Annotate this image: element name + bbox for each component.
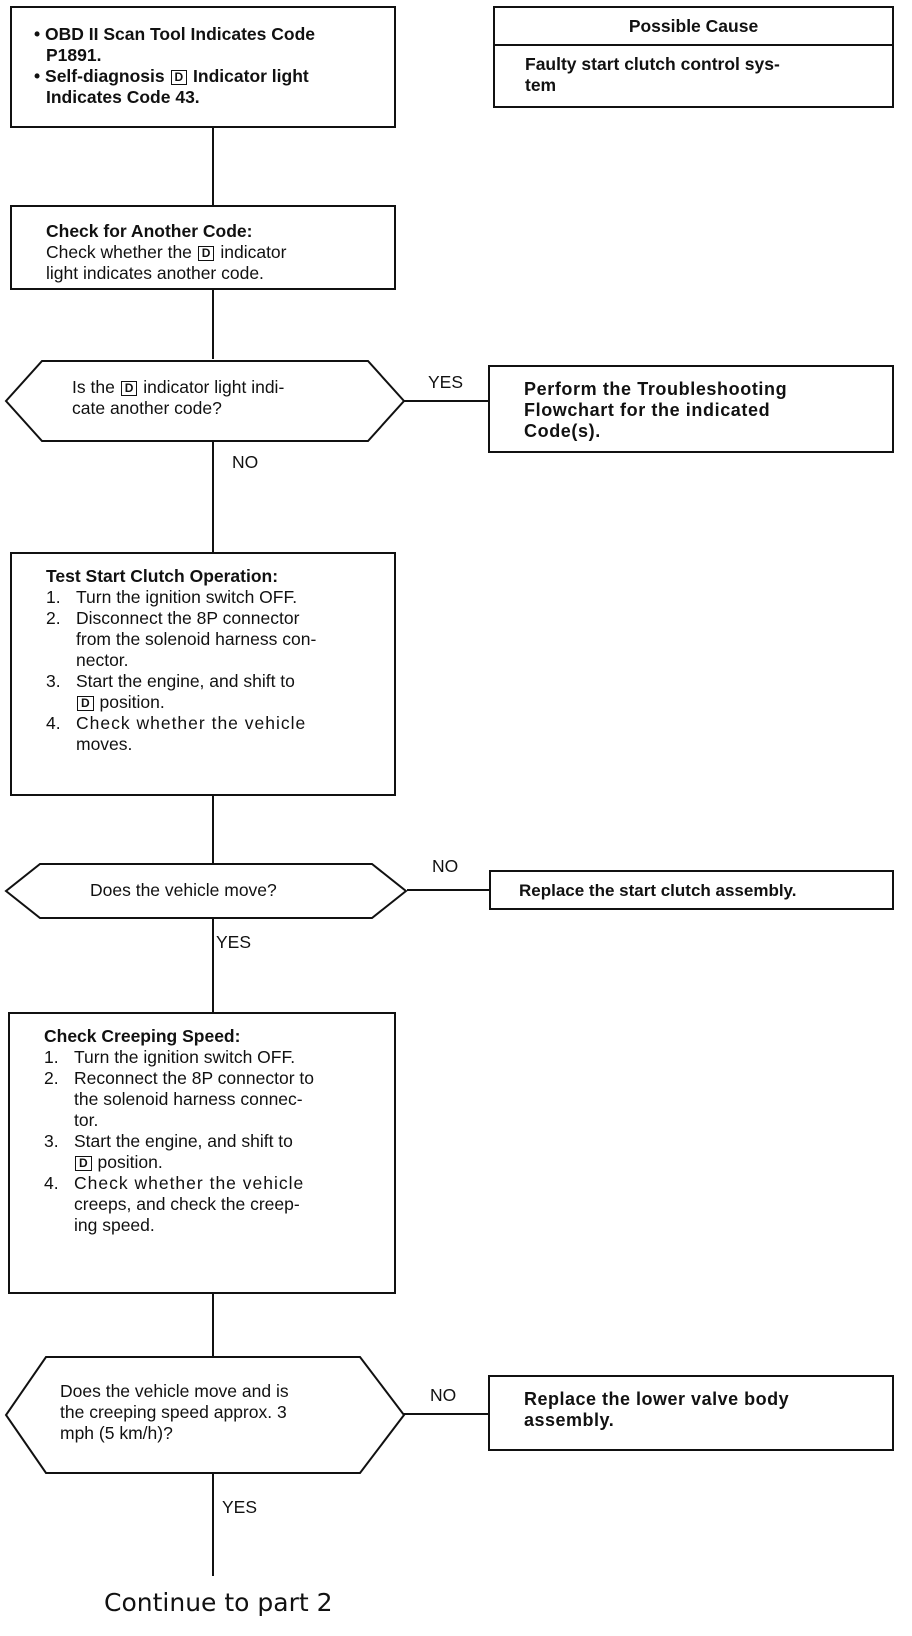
connector-creep-to-decision3 (212, 1292, 214, 1356)
decision-another-code: Is the D indicator light indi- cate anot… (0, 359, 410, 443)
check-code-title: Check for Another Code: (46, 221, 253, 241)
action1-line1: Perform the Troubleshooting (524, 379, 788, 399)
decision3-yes-label: YES (222, 1497, 258, 1517)
decision-hexagon-shape (4, 1356, 406, 1474)
check-another-code-box: Check for Another Code: Check whether th… (10, 205, 396, 290)
check-creeping-speed-box: Check Creeping Speed: 1.Turn the ignitio… (8, 1012, 396, 1294)
possible-cause-text: Faulty start clutch control sys- (525, 54, 780, 74)
d-position-icon: D (77, 696, 94, 711)
test-start-clutch-box: Test Start Clutch Operation: 1.Turn the … (10, 552, 396, 796)
decision-hexagon-shape (4, 863, 408, 919)
decision-creeping-speed: Does the vehicle move and is the creepin… (0, 1355, 410, 1475)
decision3-line1: Does the vehicle move and is (60, 1381, 289, 1401)
decision1-no-label: NO (232, 452, 259, 472)
creep-steps: 1.Turn the ignition switch OFF. 2.Reconn… (44, 1047, 384, 1236)
action1-line2: Flowchart for the indicated (524, 400, 771, 420)
list-item: 1.Turn the ignition switch OFF. (46, 587, 298, 607)
test-clutch-title: Test Start Clutch Operation: (46, 566, 279, 586)
connector-decision3-to-end (212, 1473, 214, 1576)
action3-line2: assembly. (524, 1410, 615, 1430)
action-replace-valve-body-box: Replace the lower valve body assembly. (488, 1375, 894, 1451)
test-clutch-steps: 1.Turn the ignition switch OFF. 2.Discon… (46, 587, 384, 755)
action3-line1: Replace the lower valve body (524, 1389, 790, 1409)
d-position-icon: D (197, 246, 215, 261)
start-code-line1b: P1891. (46, 45, 102, 65)
d-position-icon: D (75, 1156, 92, 1171)
start-code-line2a: Self-diagnosis (45, 66, 165, 86)
connector-decision1-yes (400, 400, 488, 402)
connector-test-to-decision2 (212, 795, 214, 871)
decision2-yes-label: YES (216, 932, 252, 952)
list-item: 1.Turn the ignition switch OFF. (44, 1047, 296, 1067)
connector-decision1-to-test (212, 440, 214, 552)
creep-title: Check Creeping Speed: (44, 1026, 241, 1046)
decision3-line2: the creeping speed approx. 3 (60, 1402, 287, 1422)
action-replace-start-clutch-box: Replace the start clutch assembly. (489, 870, 894, 910)
start-code-line2c: Indicates Code 43. (46, 87, 200, 107)
decision2-text: Does the vehicle move? (90, 880, 277, 900)
start-code-line1a: OBD II Scan Tool Indicates Code (45, 24, 316, 44)
start-box: • OBD II Scan Tool Indicates Code P1891.… (10, 6, 396, 128)
continue-label: Continue to part 2 (104, 1588, 333, 1617)
action1-line3: Code(s). (524, 421, 601, 441)
decision2-no-label: NO (432, 856, 459, 876)
decision3-line3: mph (5 km/h)? (60, 1423, 173, 1443)
d-position-icon: D (120, 381, 138, 396)
connector-decision3-no (400, 1413, 488, 1415)
decision3-no-label: NO (430, 1385, 457, 1405)
possible-cause-header: Possible Cause (495, 8, 892, 46)
connector-start-to-check (212, 126, 214, 207)
possible-cause-box: Possible Cause Faulty start clutch contr… (493, 6, 894, 108)
action2-text: Replace the start clutch assembly. (519, 881, 797, 900)
decision-vehicle-move: Does the vehicle move? (0, 862, 412, 920)
d-position-icon: D (170, 70, 188, 85)
connector-decision2-no (407, 889, 489, 891)
action-troubleshooting-box: Perform the Troubleshooting Flowchart fo… (488, 365, 894, 453)
decision1-yes-label: YES (428, 372, 464, 392)
decision-hexagon-shape (4, 360, 406, 442)
connector-check-to-decision1 (212, 289, 214, 359)
start-code-line2b: Indicator light (193, 66, 309, 86)
connector-decision2-to-creep (212, 910, 214, 1014)
